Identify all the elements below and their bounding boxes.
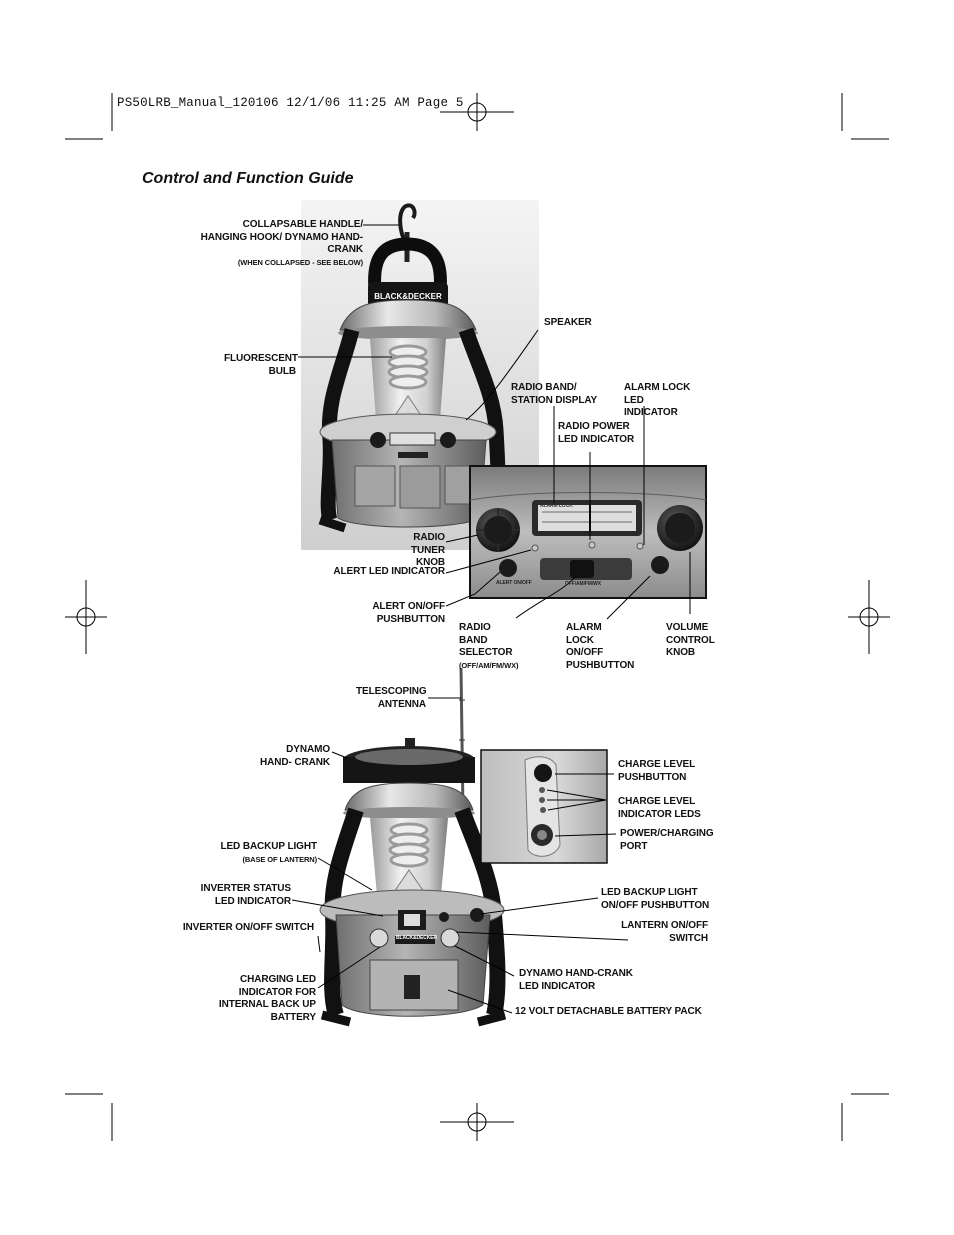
- label-alert-onoff: ALERT ON/OFF PUSHBUTTON: [372, 601, 445, 625]
- label-alert-led: ALERT LED INDICATOR: [333, 566, 445, 577]
- label-radio-tuner-knob: RADIO TUNER KNOB: [411, 532, 445, 568]
- label-collapsable-handle-text: COLLAPSABLE HANDLE/ HANGING HOOK/ DYNAMO…: [200, 219, 364, 255]
- label-telescoping-antenna: TELESCOPING ANTENNA: [356, 686, 427, 710]
- label-alarm-lock-led: ALARM LOCK LED INDICATOR: [624, 382, 691, 418]
- label-volume-knob: VOLUME CONTROL KNOB: [666, 622, 715, 658]
- svg-text:BLACK&DECKER: BLACK&DECKER: [374, 292, 442, 301]
- label-radio-band-selector-note: (OFF/AM/FM/WX): [459, 660, 519, 670]
- label-fluorescent-bulb: FLUORESCENT BULB: [224, 353, 298, 377]
- label-dynamo-led: DYNAMO HAND-CRANK LED INDICATOR: [519, 968, 633, 992]
- panel-alert-text: ALERT ON/OFF: [496, 580, 532, 586]
- label-inverter-switch: INVERTER ON/OFF SWITCH: [182, 922, 314, 933]
- panel-selector-text: OFF/AM/FM/WX: [565, 581, 602, 587]
- radio-panel-inset: [469, 465, 707, 599]
- label-lantern-switch: LANTERN ON/OFF SWITCH: [621, 920, 708, 944]
- label-led-backup-light-note: (BASE OF LANTERN): [242, 854, 317, 864]
- print-slug: PS50LRB_Manual_120106 12/1/06 11:25 AM P…: [117, 96, 464, 110]
- label-speaker: SPEAKER: [544, 317, 592, 328]
- label-radio-band-station-display: RADIO BAND/ STATION DISPLAY: [511, 382, 598, 406]
- panel-display-text: ALARM LOCK: [540, 503, 573, 509]
- charging-panel-inset: [480, 749, 608, 864]
- label-radio-band-selector: RADIO BAND SELECTOR (OFF/AM/FM/WX): [459, 622, 521, 671]
- label-battery-pack: 12 VOLT DETACHABLE BATTERY PACK: [515, 1006, 702, 1017]
- label-power-charging-port: POWER/CHARGING PORT: [620, 828, 714, 852]
- label-inverter-status-led: INVERTER STATUS LED INDICATOR: [200, 883, 291, 907]
- registration-marks: [65, 93, 890, 1141]
- label-charge-level-pushbutton: CHARGE LEVEL PUSHBUTTON: [618, 759, 695, 783]
- label-collapsable-handle-note: (WHEN COLLAPSED - SEE BELOW): [237, 257, 363, 267]
- crop-marks: [65, 93, 889, 1141]
- label-charge-level-leds: CHARGE LEVEL INDICATOR LEDS: [618, 796, 701, 820]
- brand-logo-text: BLACK&DECKER: [396, 935, 438, 941]
- top-leader-lines: [298, 224, 691, 620]
- lantern-photo-bottom: [319, 667, 507, 1027]
- label-charging-led: CHARGING LED INDICATOR FOR INTERNAL BACK…: [218, 974, 316, 1023]
- page-title: Control and Function Guide: [142, 170, 354, 187]
- label-radio-band-selector-text: RADIO BAND SELECTOR: [459, 622, 513, 658]
- label-radio-power-led: RADIO POWER LED INDICATOR: [558, 421, 635, 445]
- label-collapsable-handle: COLLAPSABLE HANDLE/ HANGING HOOK/ DYNAMO…: [200, 219, 364, 268]
- bottom-leader-lines: [291, 697, 629, 1014]
- label-alarm-lock-button: ALARM LOCK ON/OFF PUSHBUTTON: [566, 622, 635, 671]
- label-dynamo-hand-crank: DYNAMO HAND- CRANK: [259, 744, 330, 768]
- label-led-backup-light: LED BACKUP LIGHT (BASE OF LANTERN): [206, 841, 317, 865]
- label-led-backup-light-text: LED BACKUP LIGHT: [220, 841, 317, 852]
- label-led-backup-button: LED BACKUP LIGHT ON/OFF PUSHBUTTON: [601, 887, 710, 911]
